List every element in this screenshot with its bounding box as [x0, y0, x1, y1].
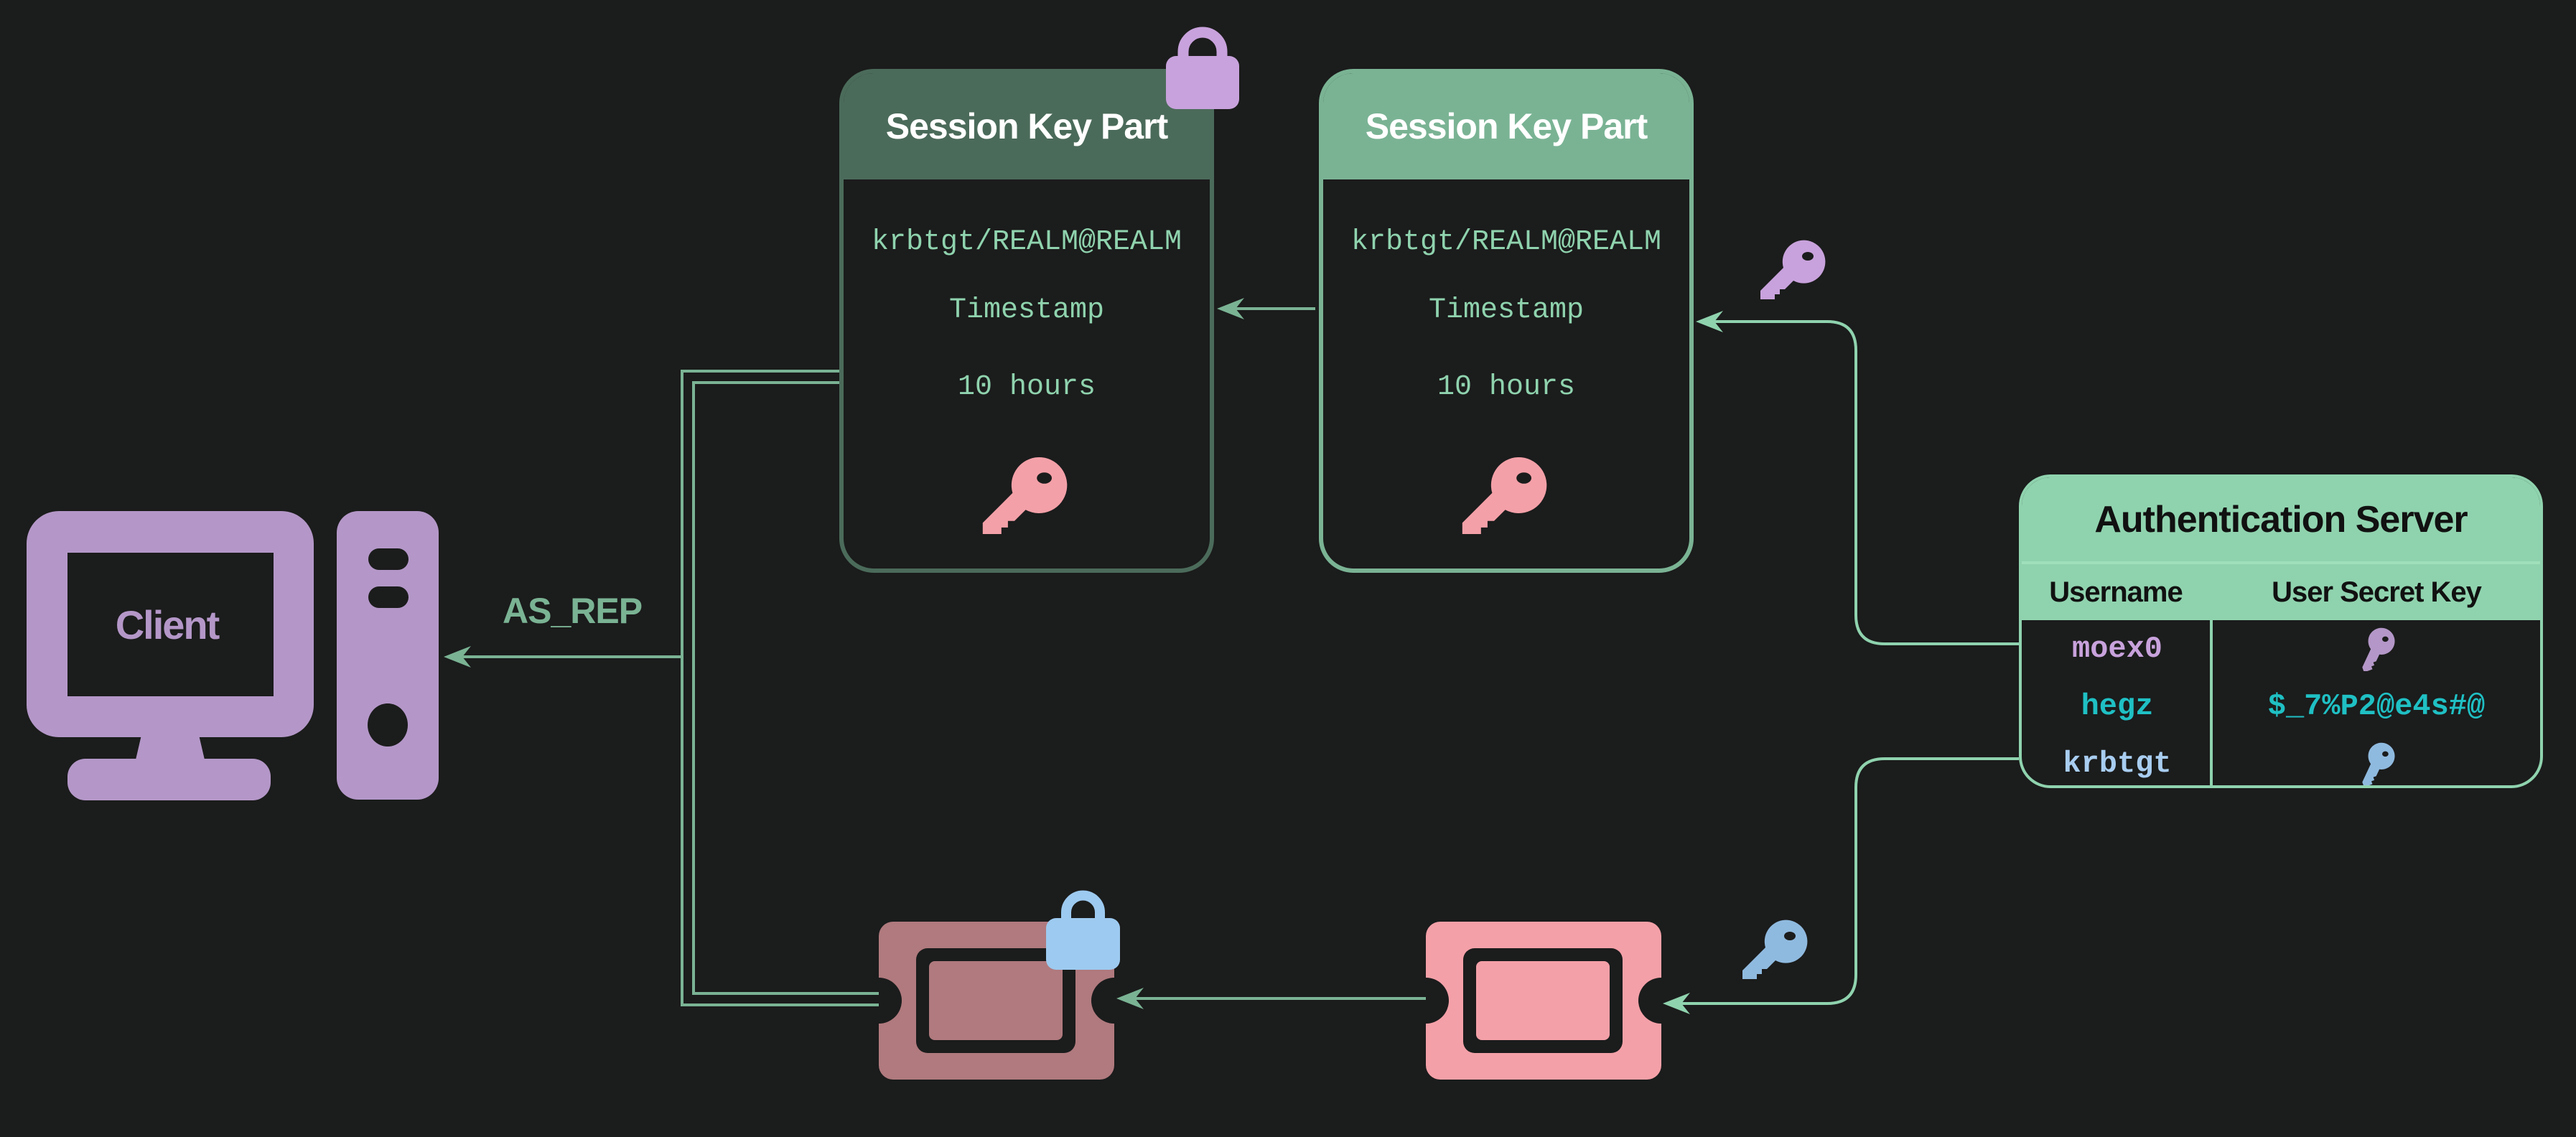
username-cell: krbtgt	[2063, 747, 2172, 781]
column-username: Username	[2022, 564, 2213, 620]
plain-ticket-icon	[1426, 922, 1661, 1080]
as-rep-bundle-outer	[681, 370, 879, 1006]
lock-icon	[1046, 890, 1120, 970]
client-computer-icon	[27, 511, 439, 800]
purple-key-icon	[2362, 627, 2395, 671]
auth-server-header-row: Username User Secret Key	[2022, 561, 2540, 620]
auth-server-title: Authentication Server	[2022, 477, 2540, 561]
key-icon	[982, 457, 1068, 534]
as-rep-label: AS_REP	[503, 591, 643, 631]
session-key-lifetime: 10 hours	[1437, 371, 1576, 403]
authentication-server-table: Authentication Server Username User Secr…	[2019, 474, 2543, 788]
client-label: Client	[115, 602, 220, 647]
secret-cell: $_7%P2@e4s#@	[2267, 689, 2486, 724]
session-key-lifetime: 10 hours	[957, 371, 1096, 403]
session-key-encrypted-box: Session Key Part krbtgt/REALM@REALM Time…	[839, 69, 1214, 573]
session-key-principal: krbtgt/REALM@REALM	[871, 226, 1182, 258]
purple-key-icon	[1760, 240, 1826, 299]
session-key-timestamp: Timestamp	[948, 294, 1105, 327]
blue-key-icon	[2362, 742, 2395, 785]
as-rep-bundle-inner	[692, 381, 879, 995]
username-cell: hegz	[2081, 689, 2154, 724]
lock-icon	[1166, 27, 1239, 109]
session-key-principal: krbtgt/REALM@REALM	[1350, 226, 1662, 258]
as-to-ticket-connector	[1667, 757, 2019, 1005]
session-key-title: Session Key Part	[844, 73, 1210, 179]
blue-key-icon	[1742, 920, 1808, 979]
table-row: hegz $_7%P2@e4s#@	[2022, 678, 2540, 735]
username-cell: moex0	[2071, 632, 2163, 666]
secret-cell	[2213, 735, 2540, 785]
session-key-timestamp: Timestamp	[1428, 294, 1585, 327]
as-to-session-key-connector	[1700, 320, 2019, 645]
session-key-plain-box: Session Key Part krbtgt/REALM@REALM Time…	[1319, 69, 1694, 573]
table-row: moex0	[2022, 620, 2540, 678]
session-key-title: Session Key Part	[1323, 73, 1689, 179]
table-row: krbtgt	[2022, 735, 2540, 785]
column-user-secret-key: User Secret Key	[2272, 576, 2482, 608]
key-icon	[1462, 457, 1547, 534]
secret-cell	[2213, 620, 2540, 678]
